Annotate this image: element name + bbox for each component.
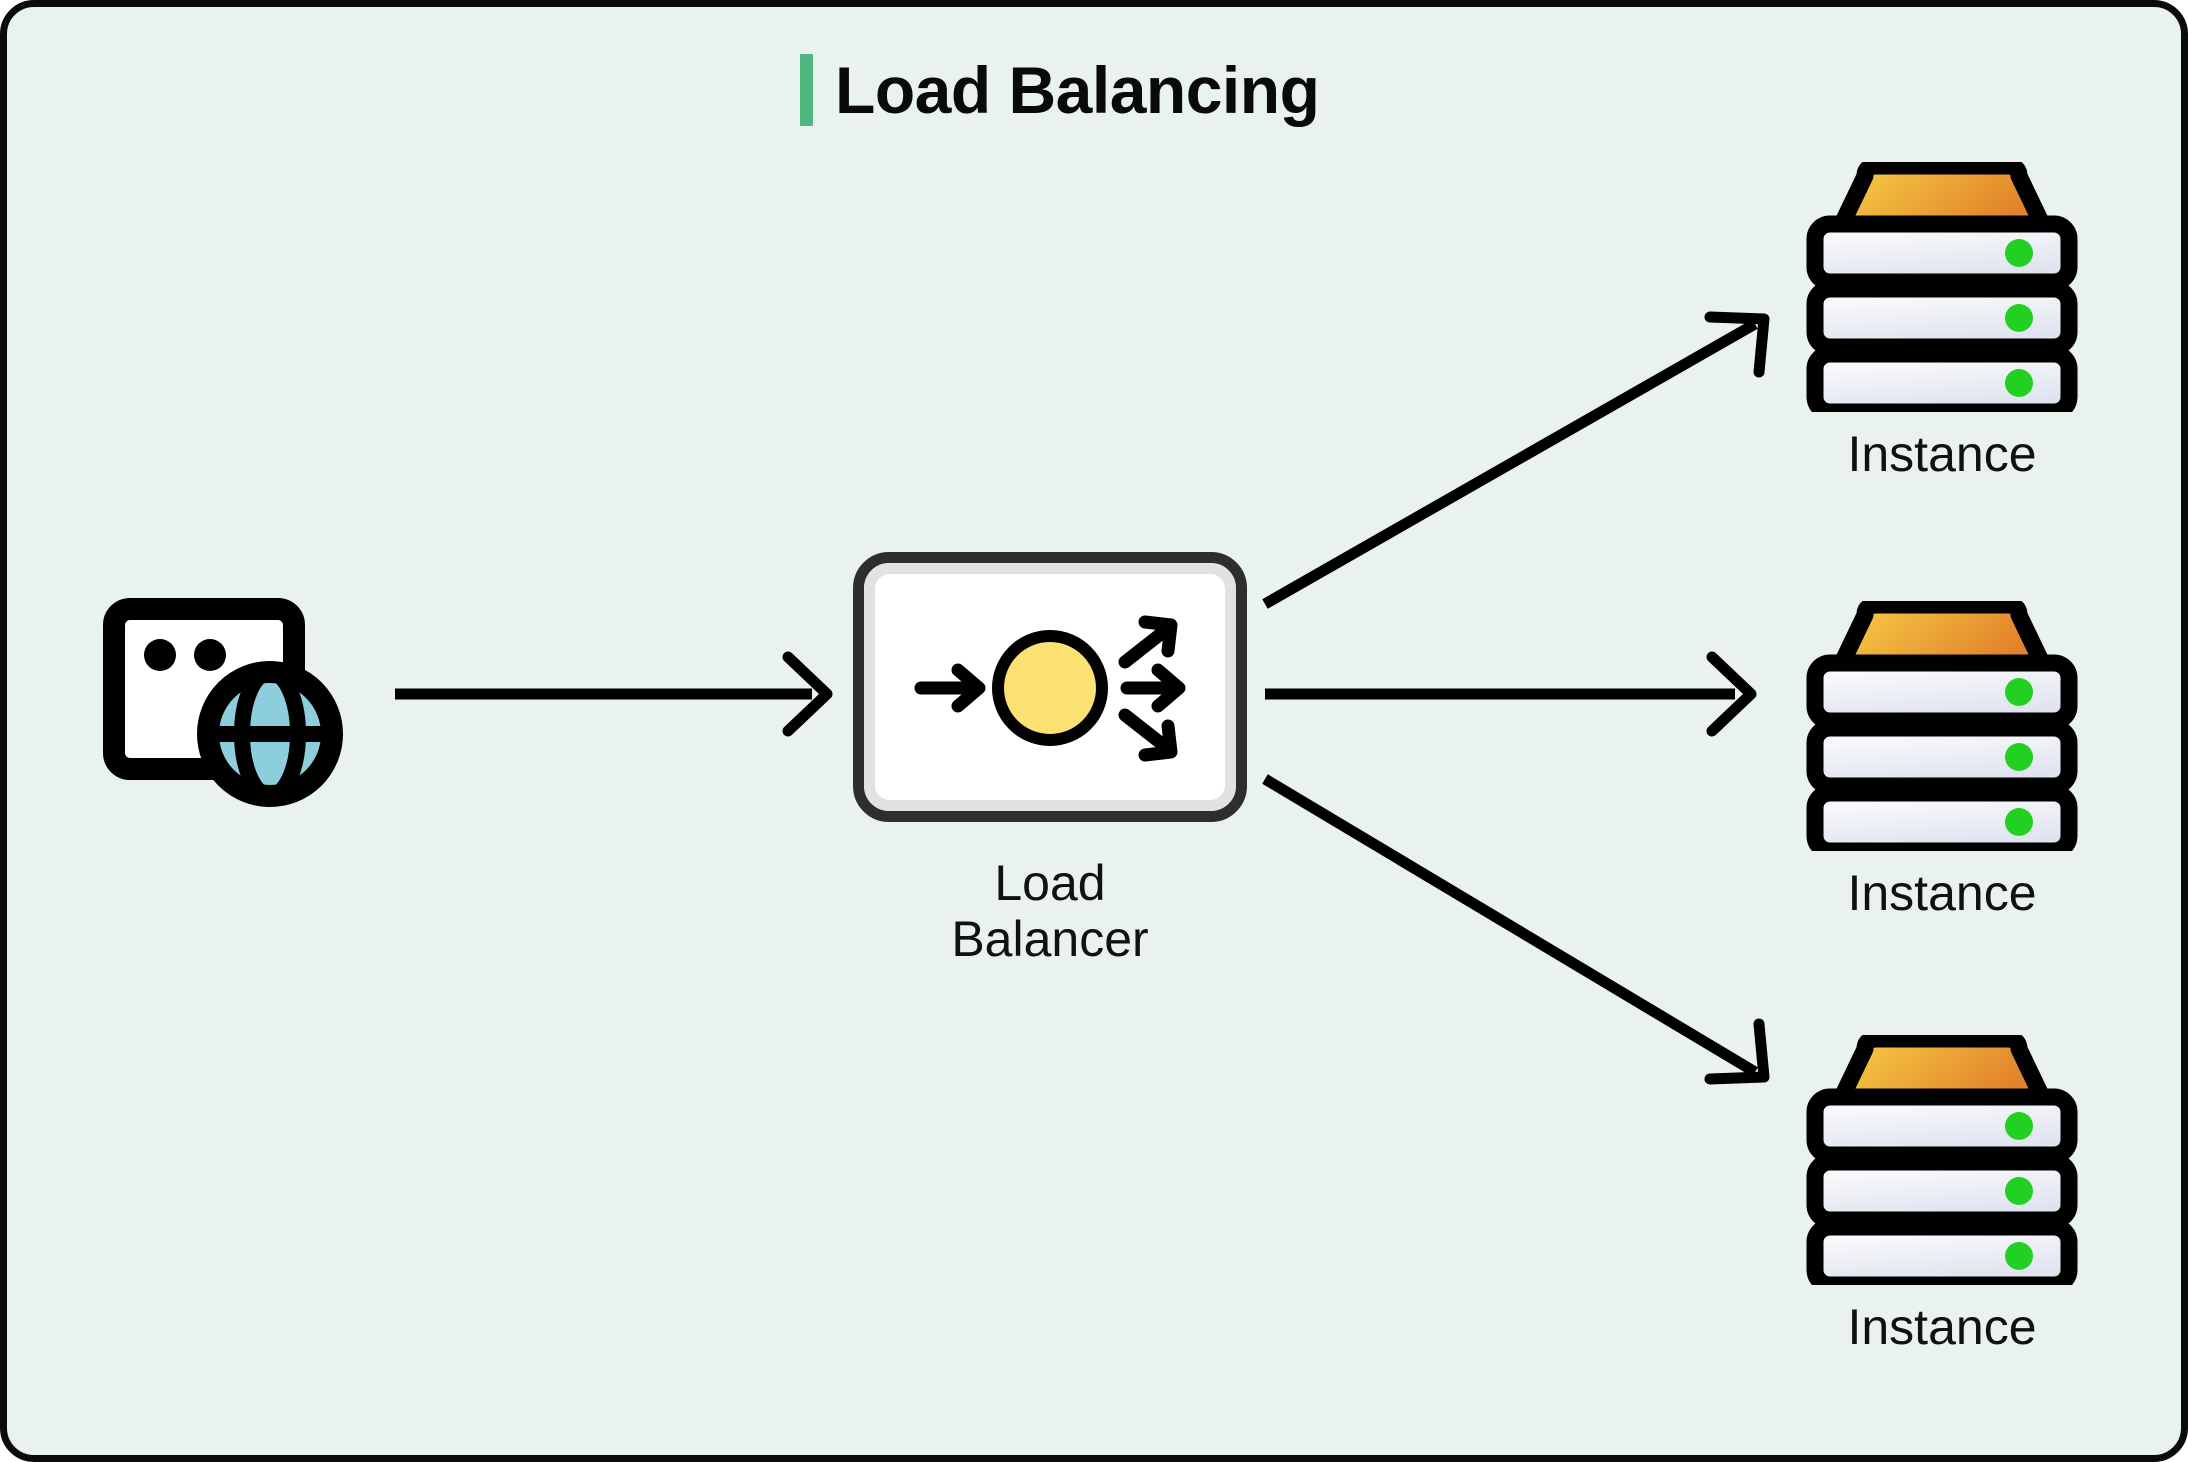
status-led [2005,1242,2033,1270]
load-balancer-icon [914,615,1186,762]
server-stack-icon [1806,1035,2078,1285]
status-led [2005,743,2033,771]
status-led [2005,1112,2033,1140]
edge-client-to-load-balancer [395,651,833,737]
instance-node-2[interactable]: Instance [1797,601,2087,921]
status-led [2005,808,2033,836]
instance-label: Instance [1847,426,2037,482]
status-led [2005,369,2033,397]
title-accent-bar [800,54,813,126]
status-led [2005,304,2033,332]
load-balancer-core [992,630,1108,746]
page-title: Load Balancing [835,53,1320,127]
instance-node-1[interactable]: Instance [1797,162,2087,482]
server-stack-icon [1806,601,2078,851]
load-balancer-node[interactable] [853,552,1247,822]
status-led [2005,1177,2033,1205]
load-balancer-label: Load Balancer [951,855,1149,967]
edge-load-balancer-to-instance-2 [1265,651,1757,737]
instance-node-3[interactable]: Instance [1797,1035,2087,1355]
edge-load-balancer-to-instance-1 [1262,311,1770,609]
instance-label: Instance [1847,865,2037,921]
browser-globe-icon [103,598,343,807]
status-led [2005,239,2033,267]
diagram-header: Load Balancing [800,47,1320,133]
instance-label: Instance [1847,1299,2037,1355]
server-stack-icon [1806,162,2078,412]
edge-load-balancer-to-instance-3 [1262,774,1770,1085]
status-led [2005,678,2033,706]
client-node[interactable] [102,597,362,807]
